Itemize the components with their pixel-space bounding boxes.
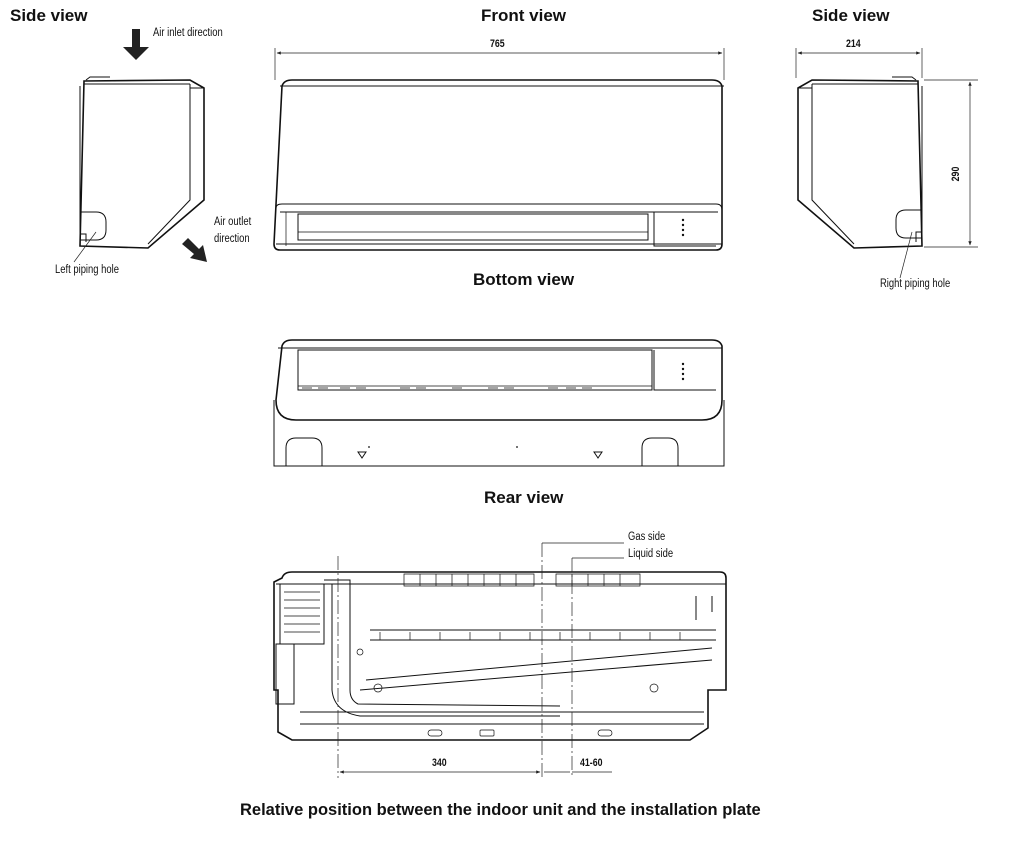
caption: Relative position between the indoor uni… <box>240 801 761 819</box>
left-side-view <box>79 76 205 249</box>
plate-offset-dimension: 340 <box>432 757 447 769</box>
side-view-left-title: Side view <box>10 6 88 25</box>
left-piping-hole-leader <box>73 231 97 263</box>
rear-view-title: Rear view <box>484 488 564 507</box>
depth-dimension: 214 <box>846 38 861 50</box>
bottom-view-title: Bottom view <box>473 270 575 289</box>
gas-liquid-leaders <box>542 542 624 559</box>
rear-plate-slots <box>356 632 681 737</box>
front-led-dots <box>681 218 685 237</box>
front-view <box>273 79 724 251</box>
right-piping-hole-label: Right piping hole <box>880 278 951 290</box>
height-dimension-line <box>924 79 978 248</box>
left-piping-hole-label: Left piping hole <box>55 264 119 276</box>
width-dimension-line <box>274 48 725 80</box>
rear-dimension-lines <box>337 543 612 778</box>
liquid-side-label: Liquid side <box>628 548 674 560</box>
side-view-right-title: Side view <box>812 6 890 25</box>
width-dimension: 765 <box>490 38 505 50</box>
pipe-offset-dimension: 41-60 <box>580 757 603 769</box>
bottom-view <box>273 339 725 467</box>
rear-view <box>273 571 727 741</box>
air-inlet-label: Air inlet direction <box>153 27 223 39</box>
air-outlet-label-line1: Air outlet <box>214 216 252 228</box>
air-outlet-label-line2: direction <box>214 233 250 245</box>
front-view-title: Front view <box>481 6 567 25</box>
gas-side-label: Gas side <box>628 531 666 543</box>
depth-dimension-line <box>795 48 923 78</box>
air-outlet-arrow <box>182 238 207 262</box>
air-inlet-arrow <box>123 29 149 60</box>
right-side-view <box>797 76 923 249</box>
bottom-led-dots <box>681 362 685 381</box>
right-piping-hole-leader <box>899 231 913 279</box>
